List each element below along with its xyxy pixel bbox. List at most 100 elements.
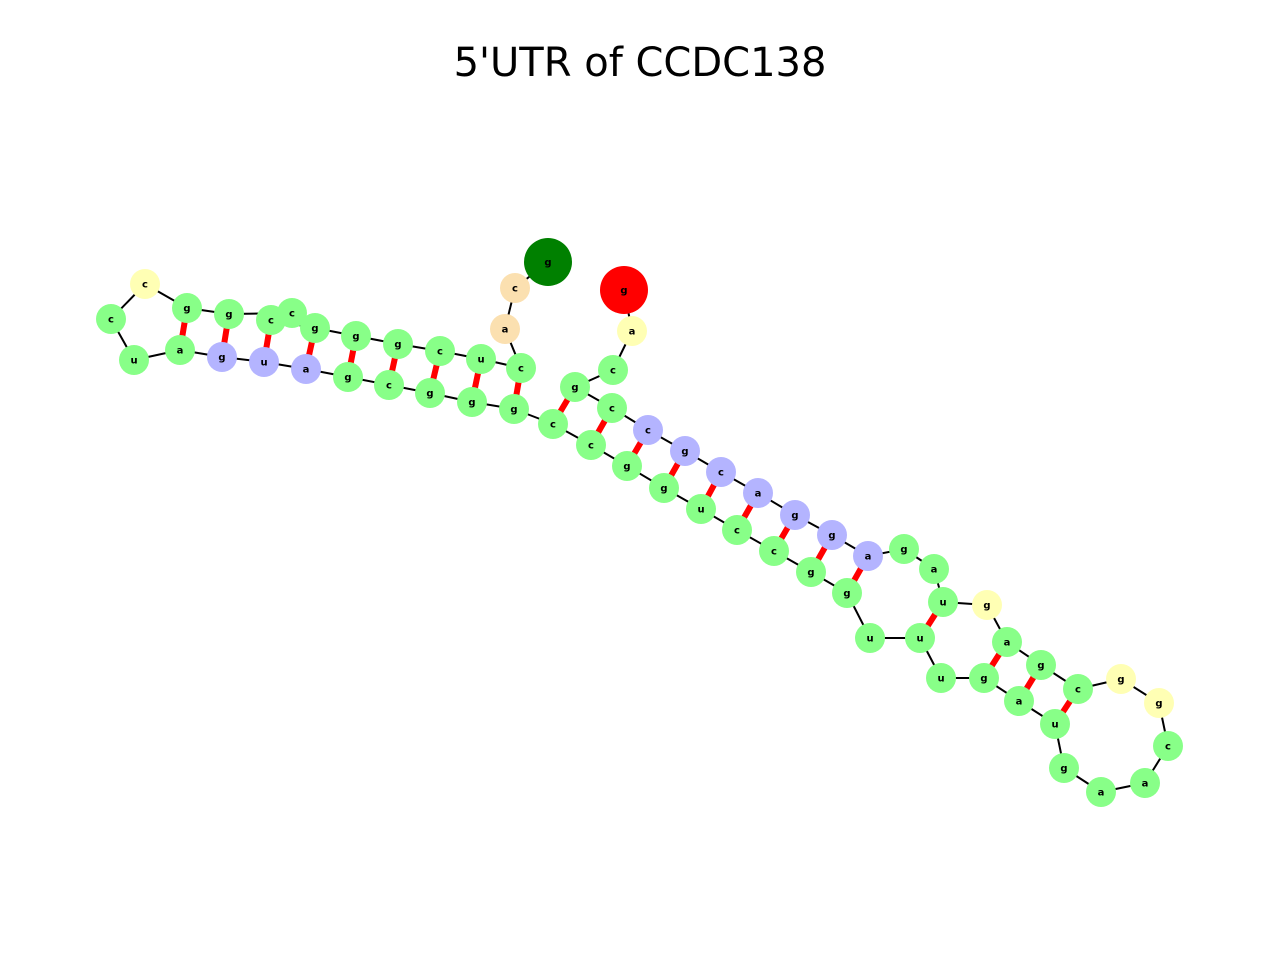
nucleotide-node: u	[905, 623, 935, 653]
nucleotide-circle	[686, 494, 716, 524]
nucleotide-label: c	[734, 526, 740, 537]
nucleotide-circle	[928, 587, 958, 617]
nucleotide-node: c	[598, 355, 628, 385]
nucleotide-circle	[905, 623, 935, 653]
nucleotide-node: g	[796, 557, 826, 587]
nucleotide-node: u	[928, 587, 958, 617]
nucleotide-label: c	[289, 309, 295, 320]
nucleotide-node: c	[500, 273, 530, 303]
nucleotide-circle	[722, 515, 752, 545]
nucleotide-label: a	[1004, 638, 1011, 649]
nucleotide-node: g	[1049, 753, 1079, 783]
nucleotide-node: a	[992, 627, 1022, 657]
nucleotide-label: g	[571, 383, 578, 394]
nucleotide-node: c	[506, 353, 536, 383]
nucleotide-label: g	[843, 589, 850, 600]
nucleotide-label: a	[1016, 697, 1023, 708]
nucleotide-label: g	[791, 511, 798, 522]
nucleotide-circle	[926, 663, 956, 693]
nucleotide-circle	[1130, 768, 1160, 798]
nucleotide-circle	[853, 541, 883, 571]
nucleotide-circle	[1049, 753, 1079, 783]
nucleotide-label: g	[544, 258, 551, 269]
nucleotide-label: c	[610, 366, 616, 377]
nucleotide-node: g	[214, 299, 244, 329]
nucleotide-circle	[277, 298, 307, 328]
start-nucleotide-node: g	[524, 238, 572, 286]
nucleotide-circle	[972, 590, 1002, 620]
nucleotide-label: g	[660, 484, 667, 495]
nucleotide-label: c	[718, 468, 724, 479]
nucleotide-node: c	[1063, 674, 1093, 704]
nucleotide-node: g	[670, 436, 700, 466]
nucleotide-node: u	[1040, 709, 1070, 739]
nucleotide-circle	[1106, 664, 1136, 694]
nucleotide-node: g	[649, 473, 679, 503]
nucleotide-node: u	[926, 663, 956, 693]
nucleotide-label: u	[916, 634, 923, 645]
nucleotide-node: c	[130, 269, 160, 299]
nucleotide-circle	[832, 578, 862, 608]
nucleotide-label: g	[426, 389, 433, 400]
nucleotide-label: g	[344, 373, 351, 384]
end-nucleotide-node: g	[600, 266, 648, 314]
nucleotide-circle	[119, 345, 149, 375]
nucleotide-node: c	[425, 336, 455, 366]
nucleotide-label: g	[807, 568, 814, 579]
nucleotide-node: u	[466, 344, 496, 374]
nucleotide-circle	[670, 436, 700, 466]
nucleotide-node: c	[597, 393, 627, 423]
nucleotide-label: c	[645, 426, 651, 437]
nucleotide-circle	[300, 313, 330, 343]
nucleotide-node: g	[972, 590, 1002, 620]
nucleotide-node: g	[207, 342, 237, 372]
nucleotide-label: a	[931, 565, 938, 576]
nucleotide-label: g	[1117, 675, 1124, 686]
nucleotide-node: g	[457, 387, 487, 417]
nucleotide-node: a	[617, 316, 647, 346]
nucleotide-node: g	[560, 372, 590, 402]
nucleotide-node: g	[415, 378, 445, 408]
nucleotide-node: g	[300, 313, 330, 343]
nucleotide-circle	[130, 269, 160, 299]
nucleotide-label: g	[620, 286, 627, 297]
nucleotide-circle	[817, 520, 847, 550]
nucleotide-label: c	[550, 420, 556, 431]
nucleotide-circle	[796, 557, 826, 587]
nucleotide-label: u	[130, 356, 137, 367]
nucleotide-label: u	[260, 358, 267, 369]
nucleotide-node: u	[855, 623, 885, 653]
nucleotide-circle	[560, 372, 590, 402]
nucleotide-label: c	[609, 404, 615, 415]
nucleotide-label: g	[394, 340, 401, 351]
nucleotide-label: a	[755, 489, 762, 500]
nucleotide-node: a	[1086, 777, 1116, 807]
nucleotide-label: c	[437, 347, 443, 358]
nucleotide-circle	[1153, 731, 1183, 761]
nucleotide-label: u	[697, 505, 704, 516]
nucleotide-label: c	[142, 280, 148, 291]
nucleotide-node: g	[889, 534, 919, 564]
page-title: 5'UTR of CCDC138	[453, 40, 827, 86]
nucleotide-label: g	[218, 353, 225, 364]
nucleotide-label: a	[502, 325, 509, 336]
nucleotide-node: c	[96, 304, 126, 334]
nucleotide-node: a	[853, 541, 883, 571]
nucleotide-node: a	[1004, 686, 1034, 716]
nucleotide-node: g	[612, 451, 642, 481]
nucleotide-circle	[576, 430, 606, 460]
nucleotide-label: g	[183, 304, 190, 315]
nucleotide-circle	[598, 355, 628, 385]
nucleotide-label: g	[983, 601, 990, 612]
nucleotide-circle	[706, 457, 736, 487]
nucleotide-node: c	[1153, 731, 1183, 761]
nucleotide-circle	[759, 536, 789, 566]
nucleotide-node: g	[172, 293, 202, 323]
nucleotide-circle	[333, 362, 363, 392]
nucleotide-label: u	[477, 355, 484, 366]
nucleotide-label: g	[1060, 764, 1067, 775]
nucleotide-circle	[780, 500, 810, 530]
nucleotide-label: g	[828, 531, 835, 542]
nucleotide-circle	[919, 554, 949, 584]
